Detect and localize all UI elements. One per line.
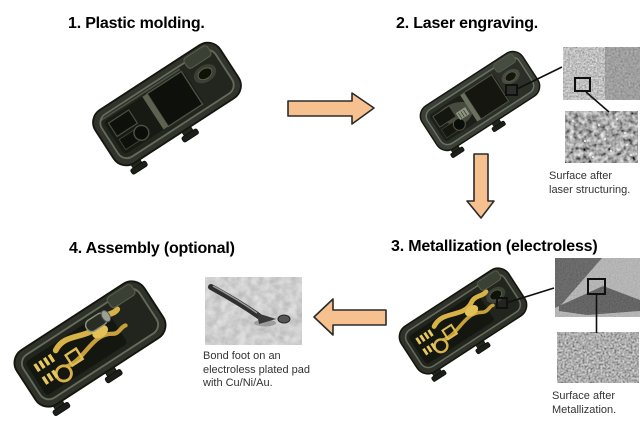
mounted-component: [84, 310, 111, 333]
arrow-right-icon: [287, 92, 375, 125]
laser-structured-surface-micrograph: [563, 47, 640, 100]
micrograph-callout-square: [574, 77, 591, 92]
laser-structured-surface-micrograph-zoom: [565, 111, 638, 163]
speckle-highlights: [569, 117, 633, 159]
arrow-left-icon: [313, 298, 387, 336]
bond-foot-caption: Bond foot on an electroless plated pad w…: [203, 350, 311, 389]
assembled-part-photo: [13, 280, 167, 417]
bond-wire: [208, 284, 263, 320]
metallized-surface-micrograph: [555, 258, 640, 317]
metallization-surface-caption: Surface after Metallization.: [552, 390, 617, 416]
step2-title: 2. Laser engraving.: [396, 15, 539, 32]
step3-title: 3. Metallization (electroless): [391, 238, 598, 255]
laser-surface-caption: Surface after laser structuring.: [549, 170, 631, 196]
molded-plastic-part-photo: [92, 41, 242, 175]
step4-title: 4. Assembly (optional): [69, 240, 235, 257]
bond-foot: [257, 313, 276, 324]
metallized-part-photo: [398, 267, 528, 382]
arrow-down-icon: [466, 153, 495, 219]
laser-engraved-part-photo: [419, 50, 541, 158]
step1-title: 1. Plastic molding.: [68, 15, 205, 32]
metallized-surface-micrograph-zoom: [557, 332, 639, 383]
bond-pad-blob: [277, 314, 291, 324]
bond-foot-micrograph: [205, 277, 302, 345]
